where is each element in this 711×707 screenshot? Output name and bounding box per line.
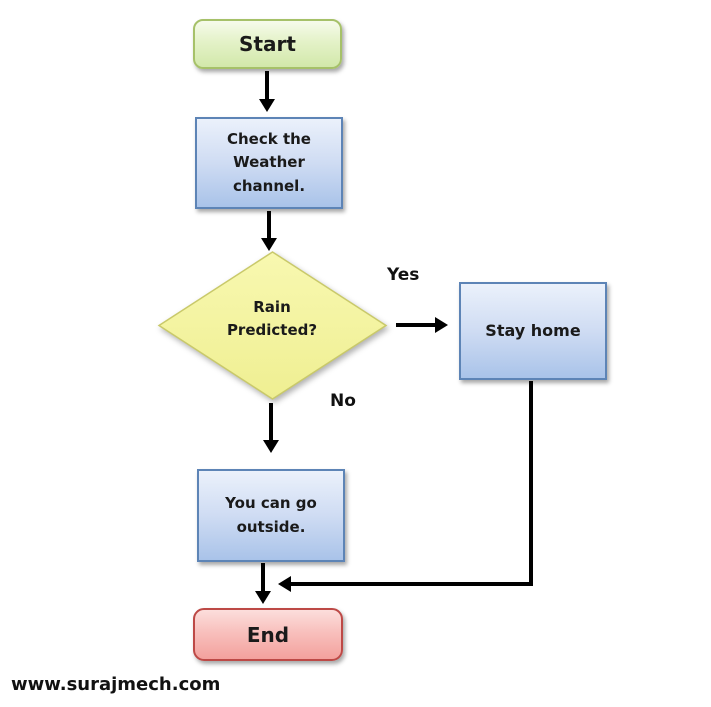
node-end: End xyxy=(193,608,343,661)
connector-start-check-arrowhead-icon xyxy=(259,99,275,112)
footer-website-text: www.surajmech.com xyxy=(11,674,221,695)
edge-label-no: No xyxy=(330,391,356,411)
node-check-weather-label: Check the Weather channel. xyxy=(227,130,311,195)
node-start: Start xyxy=(193,19,342,69)
connector-start-check-line xyxy=(265,71,269,99)
node-rain-predicted-label: Rain Predicted? xyxy=(226,297,318,339)
node-end-label: End xyxy=(246,622,290,647)
connector-stayhome-end-arrowhead-icon xyxy=(278,576,291,592)
connector-stayhome-end-vertical-line xyxy=(529,381,533,586)
node-start-label: Start xyxy=(239,32,296,56)
edge-label-yes: Yes xyxy=(387,265,420,285)
node-go-outside-label: You can go outside. xyxy=(225,494,317,536)
node-go-outside: You can go outside. xyxy=(197,469,345,562)
node-rain-predicted-shape xyxy=(157,251,388,400)
decision-diamond-polygon xyxy=(157,251,388,400)
connector-stayhome-end-horizontal-line xyxy=(291,582,533,586)
connector-yes-arrowhead-icon xyxy=(435,317,448,333)
connector-no-arrowhead-icon xyxy=(263,440,279,453)
connector-check-decision-line xyxy=(267,211,271,238)
connector-check-decision-arrowhead-icon xyxy=(261,238,277,251)
connector-outside-end-line xyxy=(261,563,265,591)
node-stay-home-label: Stay home xyxy=(485,320,581,340)
node-check-weather: Check the Weather channel. xyxy=(195,117,343,209)
connector-no-line xyxy=(269,403,273,440)
connector-outside-end-arrowhead-icon xyxy=(255,591,271,604)
connector-yes-line xyxy=(396,323,435,327)
node-rain-predicted: Rain Predicted? xyxy=(197,277,347,361)
node-stay-home: Stay home xyxy=(459,282,607,380)
